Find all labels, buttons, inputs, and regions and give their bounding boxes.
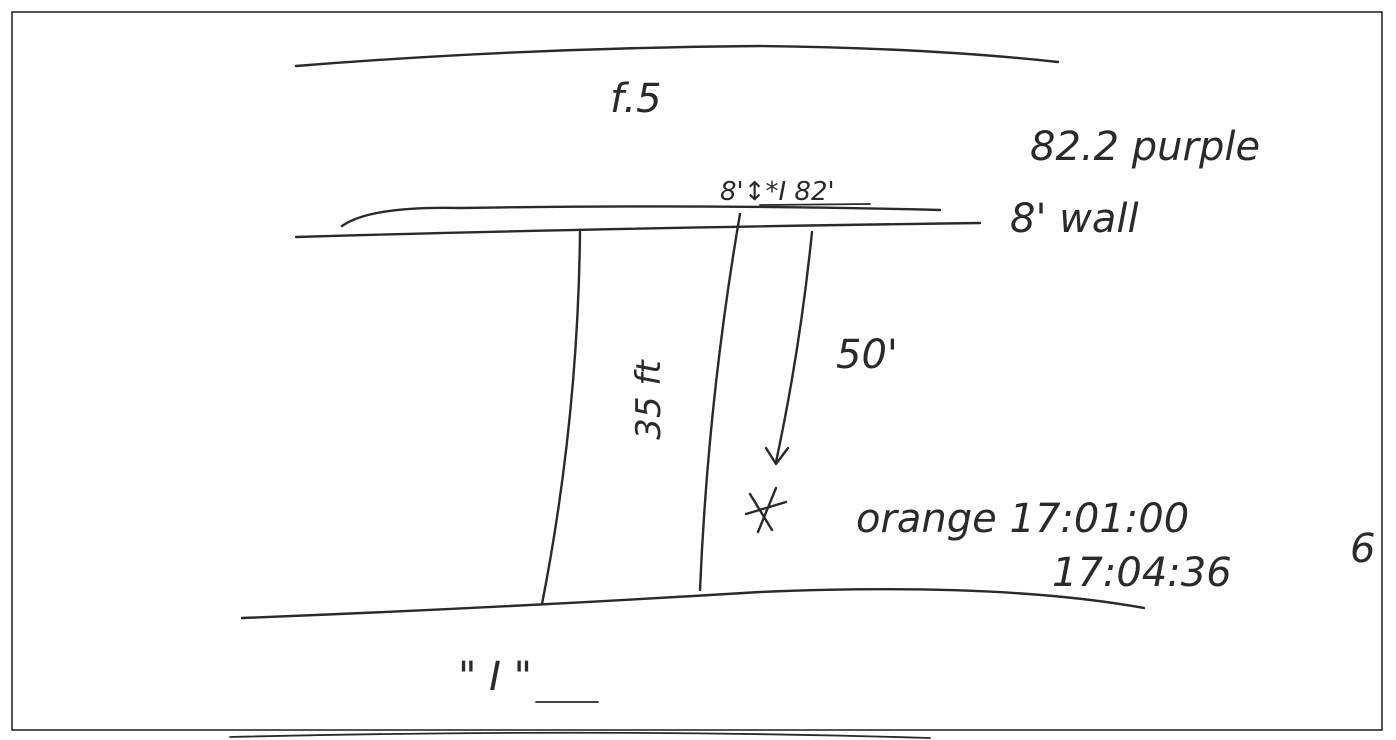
sketch-frame (11, 11, 1383, 731)
road-left-line (540, 230, 582, 606)
vertical-distance-label: 35 ft (629, 359, 669, 440)
wall-detail-label: 8'↕*I 82' (720, 177, 835, 207)
bottom-label: " I " (458, 654, 532, 700)
top-band-label: f.5 (610, 76, 662, 122)
road-right-line (698, 212, 742, 592)
asterisk-x-icon (744, 486, 788, 534)
bottom-band-line (240, 588, 1146, 620)
distance-arrow-shaft (774, 230, 814, 464)
wall-lower-line (294, 221, 982, 239)
right-edge-label: 6 (1350, 526, 1375, 572)
wall-label: 8' wall (1010, 196, 1139, 242)
distance-label: 50' (836, 332, 898, 378)
top-band-line (294, 44, 1060, 68)
orange-time-label: orange 17:01:00 (856, 496, 1189, 542)
value-color-label: 82.2 purple (1030, 124, 1260, 170)
wall-upper-line (340, 205, 942, 228)
second-time-label: 17:04:36 (1052, 550, 1232, 596)
distance-arrow-head (764, 446, 790, 466)
wall-detail-underline (759, 203, 871, 206)
bottom-stray-line (229, 731, 931, 739)
